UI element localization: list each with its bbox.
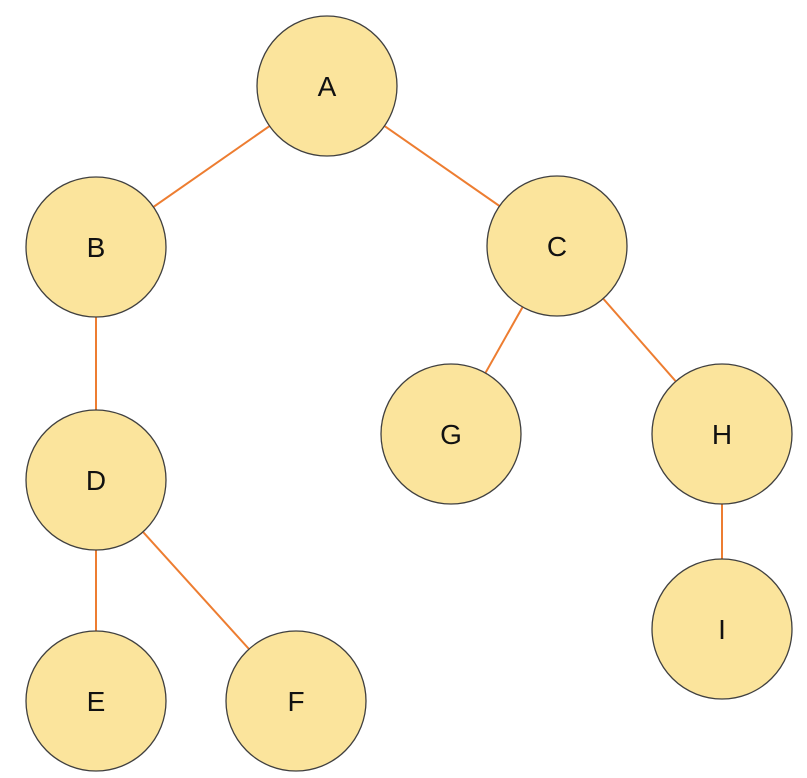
node-C-label: C	[547, 231, 567, 262]
node-I-label: I	[718, 614, 726, 645]
node-A: A	[256, 15, 398, 157]
node-H: H	[651, 363, 793, 505]
node-A-circle	[256, 15, 398, 157]
node-F-label: F	[287, 686, 304, 717]
node-E-circle	[25, 630, 167, 772]
node-H-label: H	[712, 419, 732, 450]
node-B-label: B	[87, 232, 106, 263]
node-H-circle	[651, 363, 793, 505]
node-A-label: A	[318, 71, 337, 102]
node-G: G	[380, 363, 522, 505]
node-E-label: E	[87, 686, 106, 717]
node-C-circle	[486, 175, 628, 317]
node-F: F	[225, 630, 367, 772]
node-E: E	[25, 630, 167, 772]
node-D: D	[25, 409, 167, 551]
node-I: I	[651, 558, 793, 700]
node-I-circle	[651, 558, 793, 700]
node-G-circle	[380, 363, 522, 505]
node-G-label: G	[440, 419, 462, 450]
node-D-label: D	[86, 465, 106, 496]
node-D-circle	[25, 409, 167, 551]
node-C: C	[486, 175, 628, 317]
node-F-circle	[225, 630, 367, 772]
node-B: B	[25, 176, 167, 318]
node-B-circle	[25, 176, 167, 318]
